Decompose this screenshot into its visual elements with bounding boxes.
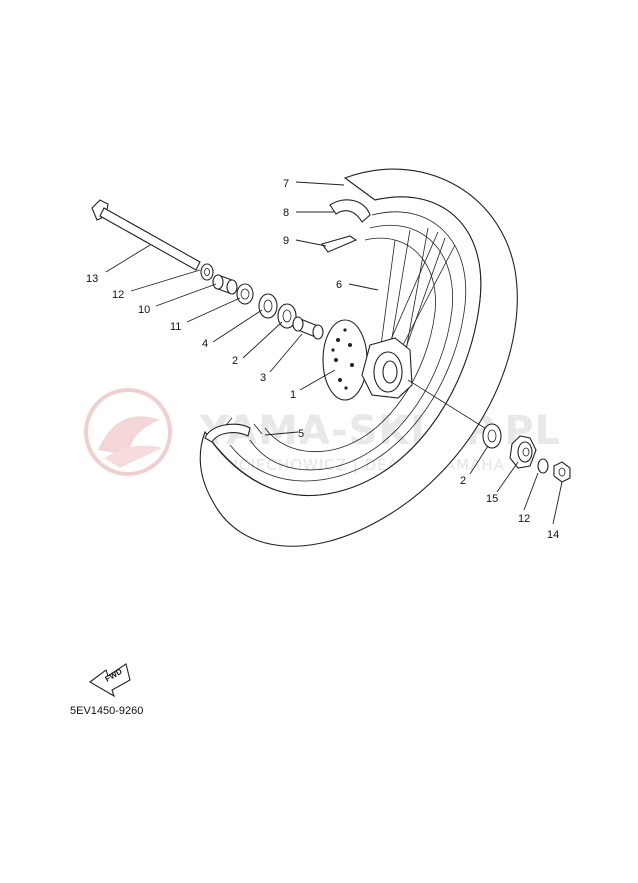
diagram-code: 5EV1450-9260 xyxy=(70,705,143,717)
callout-3: 3 xyxy=(260,372,266,384)
washer-left xyxy=(200,263,214,281)
watermark-logo-icon xyxy=(84,388,172,476)
valve-assembly xyxy=(204,417,263,443)
callout-5: 5 xyxy=(298,428,304,440)
bearing-right xyxy=(482,423,502,449)
inner-tube-section xyxy=(329,199,371,223)
callout-7: 7 xyxy=(283,178,289,190)
axle-centreline xyxy=(407,379,489,431)
callout-10: 10 xyxy=(138,304,150,316)
oil-seal xyxy=(236,283,254,305)
collar xyxy=(212,274,238,295)
watermark-sub: WOJCIECHOWICZ | DEALER YAMAHA xyxy=(205,456,505,474)
callout-9: 9 xyxy=(283,235,289,247)
bearing-2 xyxy=(277,303,297,329)
forward-arrow-icon: FWD xyxy=(89,663,131,698)
axle-nut xyxy=(553,461,571,483)
axle xyxy=(91,199,201,271)
callout-4: 4 xyxy=(202,338,208,350)
callout-11: 11 xyxy=(170,321,181,333)
rim xyxy=(249,224,454,471)
callout-14: 14 xyxy=(547,529,559,541)
washer-right xyxy=(537,458,549,474)
callout-1: 1 xyxy=(290,389,296,401)
callout-6: 6 xyxy=(336,279,342,291)
watermark-main: YAMA-SKLEP.PL xyxy=(199,408,561,454)
callout-2-right: 2 xyxy=(460,475,466,487)
callout-13: 13 xyxy=(86,273,98,285)
hub-with-disc xyxy=(322,319,413,401)
meter-gear-unit xyxy=(509,435,537,469)
spacer xyxy=(292,316,324,340)
rim-band xyxy=(321,235,358,253)
callout-12-right: 12 xyxy=(518,513,530,525)
leader-lines xyxy=(105,181,563,525)
callout-2-left: 2 xyxy=(232,355,238,367)
callout-8: 8 xyxy=(283,207,289,219)
callout-12-left: 12 xyxy=(112,289,124,301)
bearing-left xyxy=(258,293,278,319)
callout-15: 15 xyxy=(486,493,498,505)
callouts: 7 8 9 6 13 12 10 11 4 2 3 1 5 2 15 12 14 xyxy=(86,178,559,541)
tyre xyxy=(199,168,518,547)
